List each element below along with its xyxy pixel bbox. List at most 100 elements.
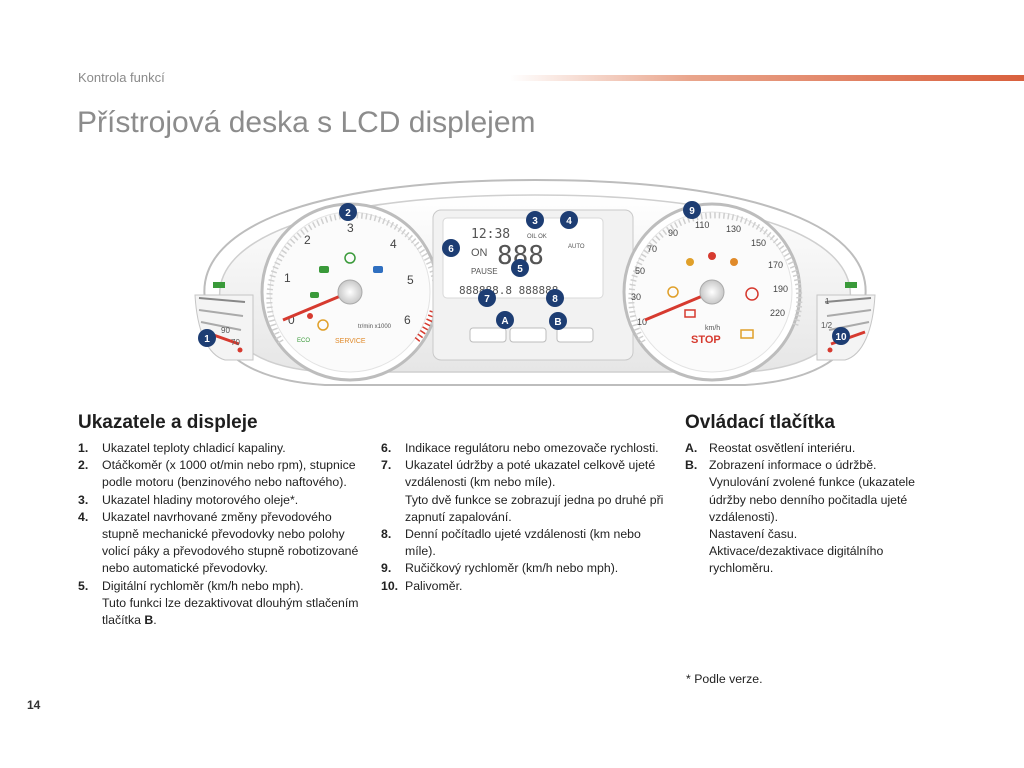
- lcd-odometer-digits: 888888.8 888888: [459, 284, 558, 297]
- header-rule: [510, 75, 1024, 81]
- headlight-icon: [319, 266, 329, 273]
- speed-tick-90: 90: [668, 228, 678, 238]
- tachometer: 0 1 2 3 4 5 6 tr/min x1000 ECO SERVICE: [260, 202, 441, 382]
- airbag-icon: [307, 313, 313, 319]
- svg-text:10: 10: [835, 332, 847, 343]
- speed-tick-170: 170: [768, 260, 783, 270]
- tach-tick-3: 3: [347, 221, 354, 235]
- page-title: Přístrojová deska s LCD displejem: [77, 106, 536, 139]
- list-item: 2.Otáčkoměr (x 1000 ot/min nebo rpm), st…: [78, 458, 356, 490]
- esp-icon: [667, 286, 679, 298]
- footnote: * Podle verze.: [686, 672, 763, 686]
- speed-tick-10: 10: [637, 317, 647, 327]
- list-item: 3.Ukazatel hladiny motorového oleje*.: [78, 492, 299, 507]
- page-number: 14: [27, 698, 41, 712]
- lcd-auto: AUTO: [568, 244, 585, 250]
- callout-5: 5: [511, 259, 529, 277]
- svg-text:8: 8: [552, 294, 558, 305]
- lcd-on-label: ON: [471, 247, 488, 259]
- svg-text:4: 4: [566, 216, 572, 227]
- list-item: 10.Palivoměr.: [381, 578, 463, 593]
- callout-8: 8: [546, 289, 564, 307]
- speed-tick-190: 190: [773, 284, 788, 294]
- list-item: 5. Digitální rychloměr (km/h nebo mph).T…: [78, 578, 359, 628]
- callout-9: 9: [683, 201, 701, 219]
- list-item: 1.Ukazatel teploty chladicí kapaliny.: [78, 441, 286, 455]
- callout-7: 7: [478, 289, 496, 307]
- coolant-tick-70: 70: [231, 338, 240, 347]
- list-item: 6.Indikace regulátoru nebo omezovače ryc…: [381, 441, 659, 455]
- stop-label: STOP: [691, 334, 721, 346]
- svg-text:2: 2: [345, 208, 351, 219]
- speed-tick-220: 220: [770, 308, 785, 318]
- coolant-tick-90: 90: [221, 326, 230, 335]
- button-a-plus[interactable]: [509, 327, 547, 343]
- svg-text:7: 7: [484, 294, 490, 305]
- callout-3: 3: [526, 211, 544, 229]
- tach-tick-0: 0: [288, 313, 295, 327]
- tach-tick-5: 5: [407, 273, 414, 287]
- engine-warning-icon: [740, 329, 754, 339]
- sun-icon: [344, 252, 356, 264]
- fog-light-icon: [310, 292, 319, 298]
- svg-text:B: B: [554, 317, 561, 328]
- lcd-oil-ok: OIL OK: [527, 234, 547, 240]
- list-item: 9.Ručičkový rychloměr (km/h nebo mph).: [381, 561, 619, 576]
- lcd-clock: 12:38: [471, 227, 510, 242]
- svg-text:6: 6: [448, 244, 454, 255]
- button-a-minus[interactable]: [469, 327, 507, 343]
- right-heading: Ovládací tlačítka: [685, 412, 835, 433]
- tach-tick-2: 2: [304, 233, 311, 247]
- service-label: SERVICE: [335, 338, 366, 345]
- left-list: 1.Ukazatel teploty chladicí kapaliny. 2.…: [78, 440, 363, 629]
- instrument-panel-illustration: 90 70 1 1/2 0 1 2 3 4 5 6 tr/min x1000 E…: [194, 178, 876, 386]
- callout-10: 10: [832, 327, 850, 345]
- speed-tick-50: 50: [635, 266, 645, 276]
- tach-tick-1: 1: [284, 271, 291, 285]
- button-b[interactable]: [556, 327, 594, 343]
- right-list: A.Reostat osvětlení interiéru. B. Zobraz…: [685, 440, 945, 578]
- tyre-pressure-icon: [317, 319, 329, 331]
- callout-a: A: [496, 311, 514, 329]
- speedometer: 10 30 50 70 90 110 130 150 170 190 220 k…: [622, 202, 803, 382]
- fuel-tick-1: 1: [825, 297, 830, 306]
- speed-unit-label: km/h: [705, 325, 720, 332]
- fuel-tick-half: 1/2: [821, 321, 833, 330]
- svg-text:1: 1: [204, 334, 210, 345]
- left-heading: Ukazatele a displeje: [78, 412, 258, 433]
- fuel-gauge: 1 1/2: [816, 282, 876, 361]
- speed-tick-110: 110: [695, 220, 709, 230]
- list-item: B. Zobrazení informace o údržbě.Vynulová…: [685, 458, 915, 576]
- callout-2: 2: [339, 203, 357, 221]
- svg-text:3: 3: [532, 216, 538, 227]
- high-beam-icon: [373, 266, 383, 273]
- central-lcd: 12:38 OIL OK ON 888 PAUSE AUTO 888888.8 …: [432, 209, 634, 361]
- callout-1: 1: [198, 329, 216, 347]
- list-item: 7. Ukazatel údržby a poté ukazatel celko…: [381, 458, 664, 524]
- list-item: 8.Denní počítadlo ujeté vzdálenosti (km …: [381, 527, 641, 559]
- seatbelt-icon: [686, 258, 694, 266]
- lcd-pause: PAUSE: [471, 267, 498, 276]
- tach-tick-4: 4: [390, 237, 397, 251]
- callout-b: B: [549, 312, 567, 330]
- svg-text:A: A: [501, 316, 508, 327]
- speed-tick-150: 150: [751, 238, 766, 248]
- callout-6: 6: [442, 239, 460, 257]
- list-item: A.Reostat osvětlení interiéru.: [685, 441, 856, 455]
- brake-warning-icon: [745, 287, 759, 301]
- eco-label: ECO: [297, 338, 310, 344]
- middle-list: 6.Indikace regulátoru nebo omezovače ryc…: [381, 440, 666, 595]
- speed-tick-130: 130: [726, 224, 741, 234]
- driver-seatbelt-icon: [708, 252, 716, 260]
- tach-tick-6: 6: [404, 313, 411, 327]
- battery-icon: [684, 309, 696, 318]
- speed-tick-70: 70: [647, 244, 657, 254]
- svg-text:5: 5: [517, 264, 523, 275]
- speed-tick-30: 30: [631, 292, 641, 302]
- passenger-airbag-icon: [730, 258, 738, 266]
- list-item: 4.Ukazatel navrhované změny převodového …: [78, 509, 359, 576]
- svg-text:9: 9: [689, 206, 695, 217]
- callout-4: 4: [560, 211, 578, 229]
- section-label: Kontrola funkcí: [78, 70, 165, 85]
- tach-unit-label: tr/min x1000: [358, 324, 392, 330]
